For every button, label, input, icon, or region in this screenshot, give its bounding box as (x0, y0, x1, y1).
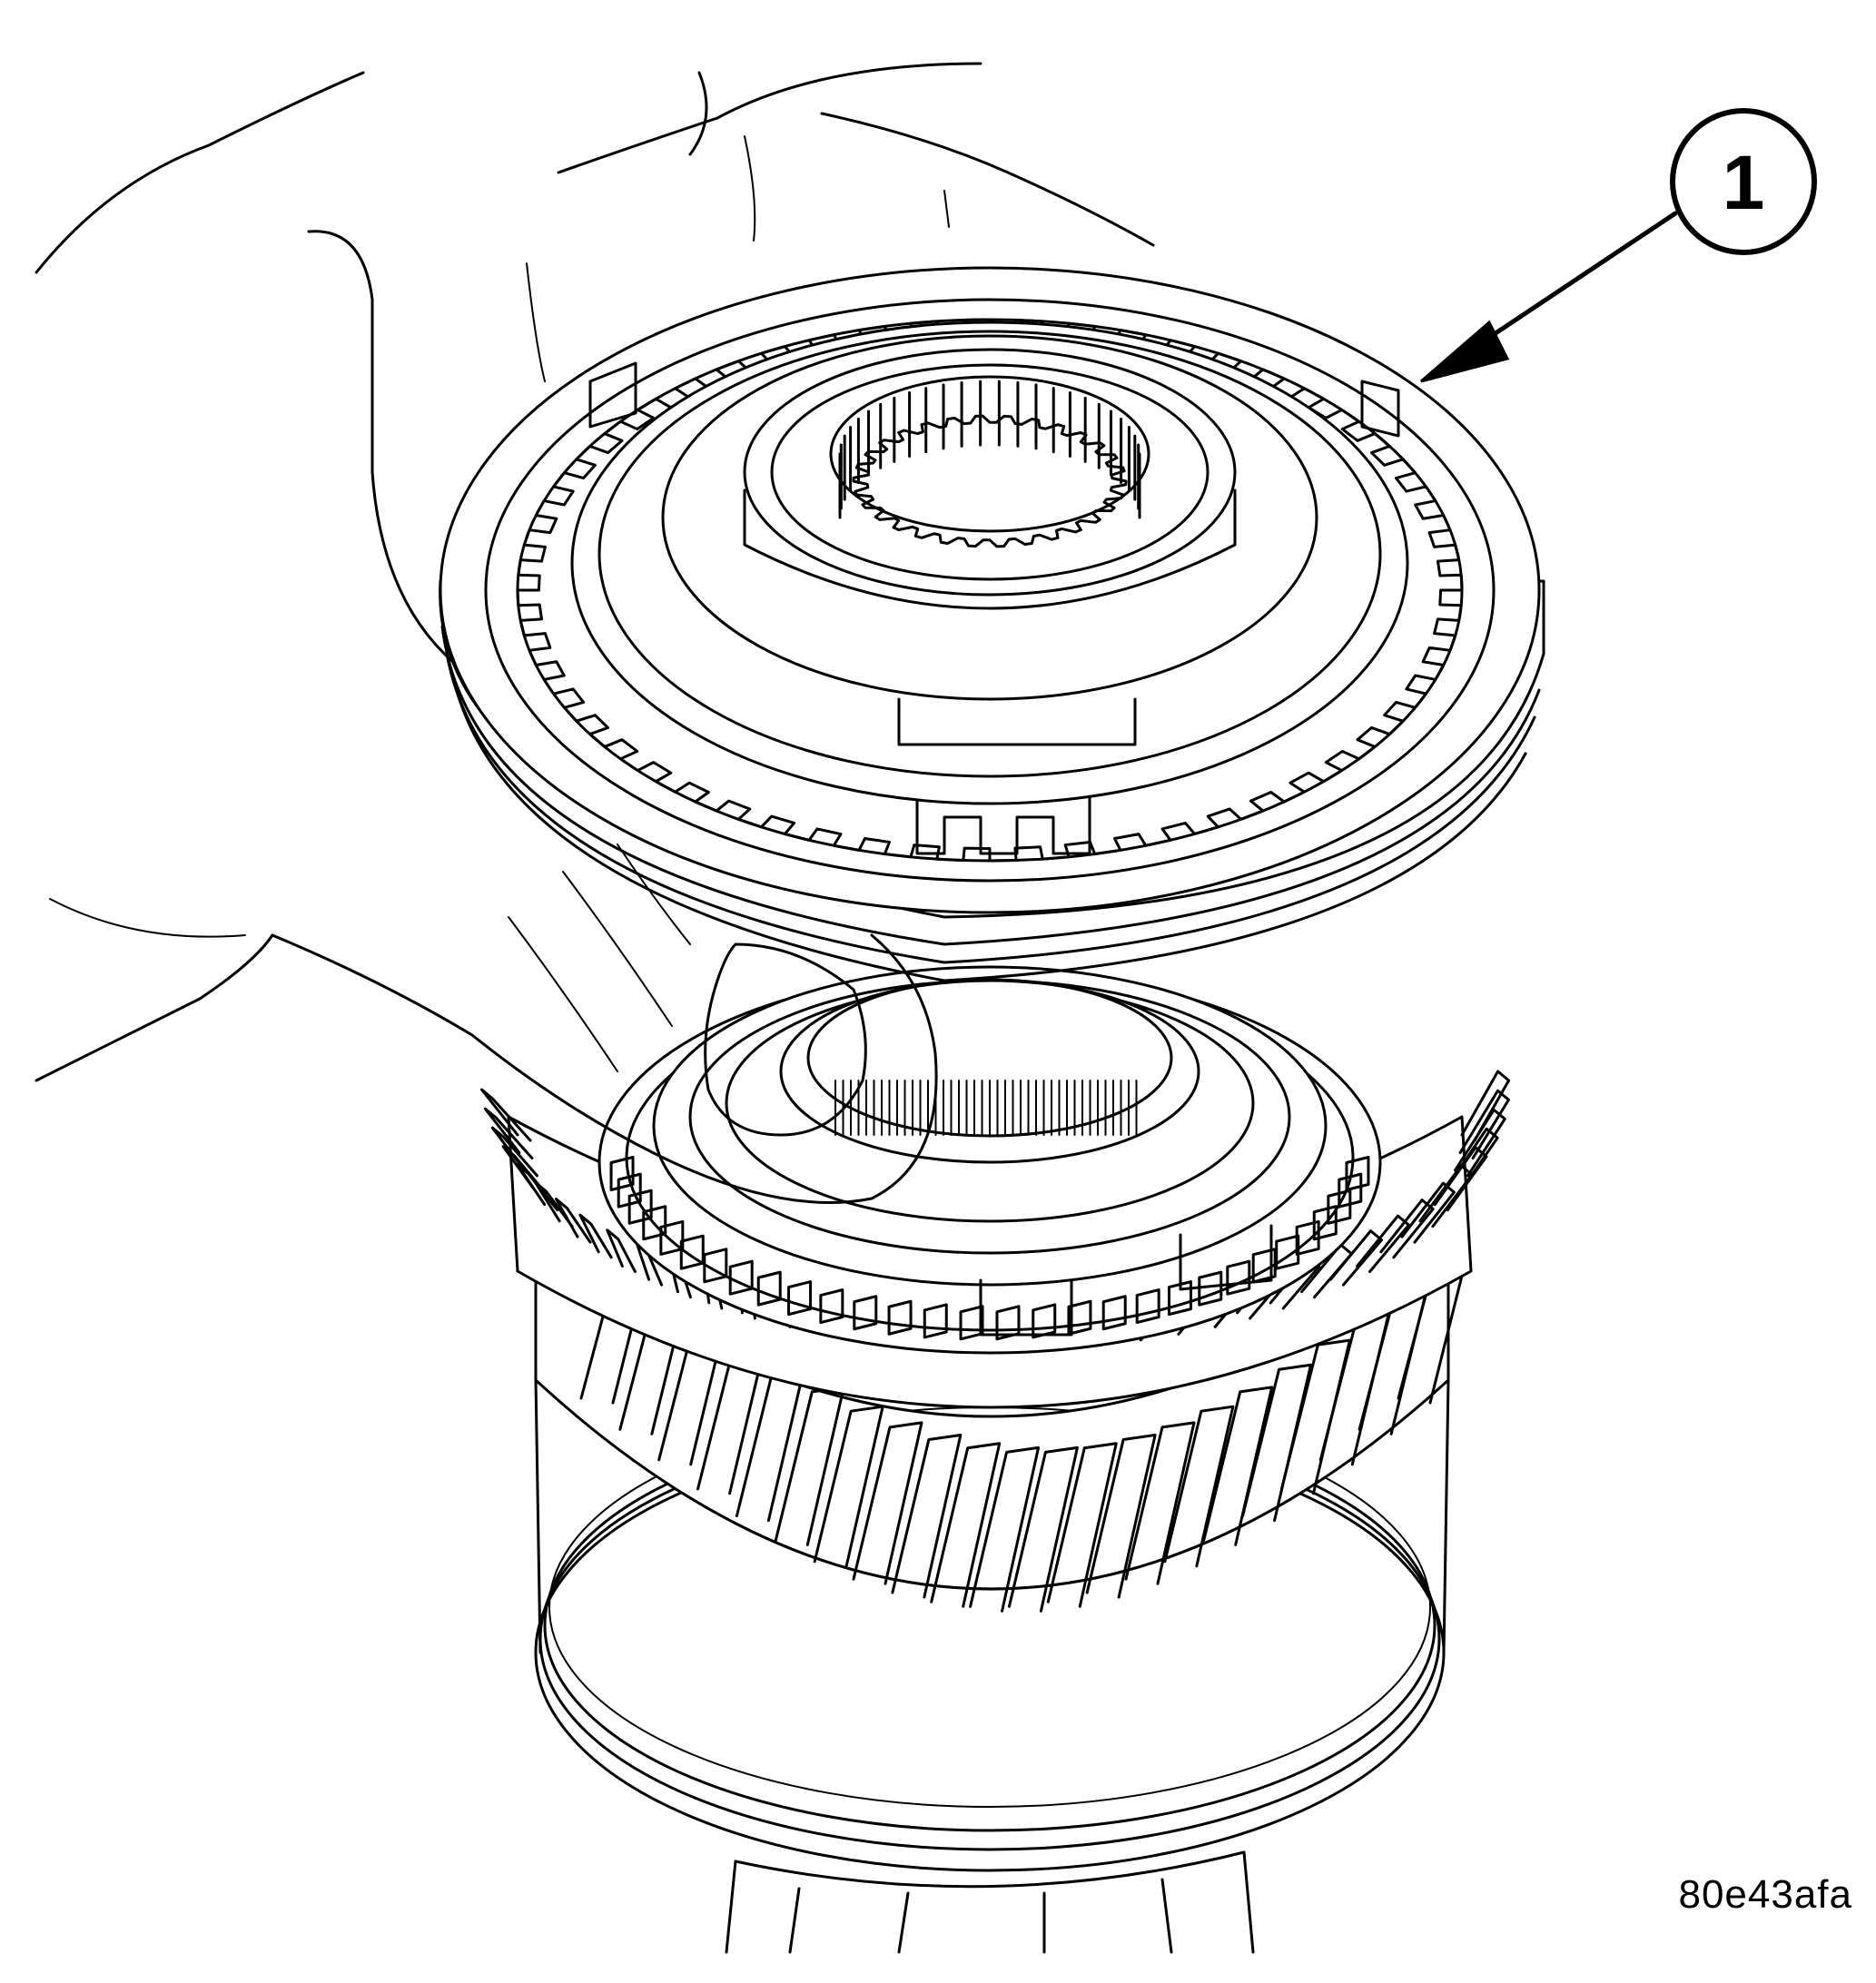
lower-gear-assembly (479, 965, 1511, 1954)
figure-id-label: 80e43afa (1678, 1872, 1852, 1917)
callout-arrowhead (1420, 320, 1510, 383)
hand-outline (35, 62, 1155, 1204)
callout-leader-line (1468, 211, 1678, 352)
synchronizer-ring (439, 266, 1545, 982)
callout-1: 1 (1420, 108, 1817, 383)
callout-number: 1 (1723, 140, 1765, 225)
callout-circle (1670, 108, 1817, 255)
